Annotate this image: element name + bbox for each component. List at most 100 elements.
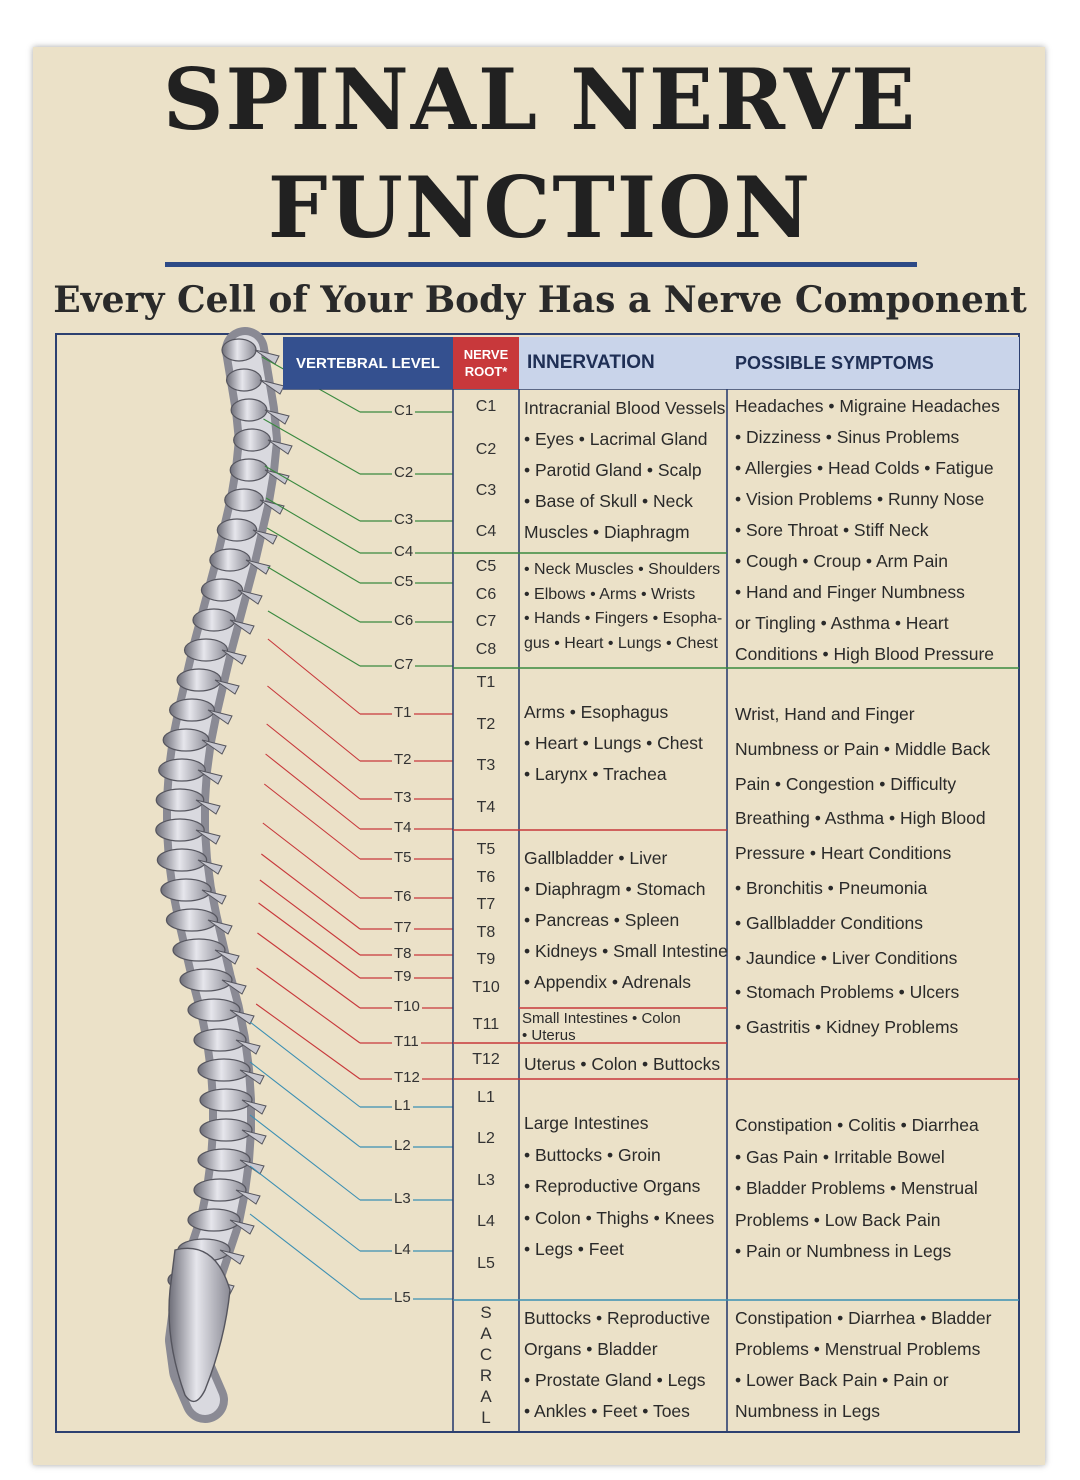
header-nerve-root-line1: NERVE [463,347,509,362]
list-item: • Ankles • Feet • Toes [524,1401,690,1421]
list-item: • Gallbladder Conditions [735,912,924,933]
nerve-root-label: T8 [476,924,496,941]
list-item: Pain • Congestion • Difficulty [735,773,957,794]
header-possible-symptoms: POSSIBLE SYMPTOMS [727,337,1019,389]
vertebral-level-label: T9 [392,968,414,985]
list-item: Muscles • Diaphragm [524,522,690,542]
list-item: Uterus • Colon • Buttocks [524,1054,721,1074]
symptoms-sacral: Constipation • Diarrhea • Bladder Proble… [735,1303,991,1427]
vertebral-level-label: L2 [392,1137,413,1154]
list-item: • Buttocks • Groin [524,1144,661,1165]
list-item: Gallbladder • Liver [524,848,668,868]
header-nerve-root-line2: ROOT* [464,364,508,379]
list-item: • Gastritis • Kidney Problems [735,1017,959,1038]
list-item: Problems • Low Back Pain [735,1209,941,1230]
list-item: • Uterus [522,1027,576,1044]
list-item: • Dizziness • Sinus Problems [735,427,960,447]
list-item: • Larynx • Trachea [524,764,667,784]
sacral-letter: S [480,1303,492,1322]
list-item: Numbness or Pain • Middle Back [735,738,991,759]
list-item: • Kidneys • Small Intestine [524,941,728,961]
list-item: • Base of Skull • Neck [524,491,693,511]
vertebral-level-label: T4 [392,819,414,836]
list-item: Constipation • Diarrhea • Bladder [735,1308,992,1328]
list-item: • Eyes • Lacrimal Gland [524,429,708,449]
innervation-c1-c4: Intracranial Blood Vessels • Eyes • Lacr… [524,393,725,548]
list-item: • Prostate Gland • Legs [524,1370,706,1390]
innervation-l1-l5: Large Intestines • Buttocks • Groin • Re… [524,1108,714,1266]
sacral-letter: A [480,1324,492,1343]
nerve-root-label: T10 [472,979,500,996]
list-item: • Stomach Problems • Ulcers [735,982,960,1003]
list-item: or Tingling • Asthma • Heart [735,613,949,633]
list-item: Wrist, Hand and Finger [735,704,915,724]
sacral-letter: L [481,1408,491,1427]
list-item: • Hand and Finger Numbness [735,582,965,602]
symptoms-cervical: Headaches • Migraine Headaches • Dizzine… [735,391,1000,670]
list-item: • Cough • Croup • Arm Pain [735,551,948,571]
nerve-root-label: L2 [477,1130,495,1147]
list-item: • Jaundice • Liver Conditions [735,947,958,968]
header-nerve-root: NERVE ROOT* [453,337,519,389]
list-item: gus • Heart • Lungs • Chest [524,634,718,652]
list-item: • Elbows • Arms • Wrists [524,585,696,603]
symptoms-lumbar: Constipation • Colitis • Diarrhea • Gas … [735,1110,979,1268]
innervation-sacral: Buttocks • Reproductive Organs • Bladder… [524,1303,710,1427]
nerve-root-label: T9 [476,951,496,968]
header-innervation: INNERVATION [519,337,727,389]
table-gridlines [283,337,1019,1433]
nerve-root-label: C6 [475,586,497,603]
sacral-letter: C [479,1345,493,1364]
nerve-root-label: C3 [475,482,497,499]
table-frame [55,333,1020,1433]
vertebral-level-label: T1 [392,704,414,721]
list-item: • Sore Throat • Stiff Neck [735,520,929,540]
list-item: • Hands • Fingers • Esopha- [524,610,723,627]
vertebral-level-label: T5 [392,849,414,866]
list-item: • Bladder Problems • Menstrual [735,1178,978,1198]
vertebral-level-label: L1 [392,1097,413,1114]
list-item: Numbness in Legs [735,1401,880,1421]
list-item: Large Intestines [524,1113,649,1133]
nerve-root-label: C5 [475,558,497,575]
innervation-t12: Uterus • Colon • Buttocks [524,1050,720,1078]
vertebral-level-label: T12 [392,1069,422,1086]
sacral-letter: A [480,1387,492,1406]
nerve-root-label: T11 [472,1016,500,1033]
vertebral-level-label: T7 [392,919,414,936]
list-item: • Heart • Lungs • Chest [524,733,703,753]
nerve-root-label: L1 [477,1089,495,1106]
sacral-letter: R [479,1366,493,1385]
page-title: SPINAL NERVE [162,50,918,149]
list-item: • Legs • Feet [524,1239,624,1259]
nerve-root-label: C2 [475,441,497,458]
list-item: • Pancreas • Spleen [524,910,680,930]
innervation-c5-c8: • Neck Muscles • Shoulders • Elbows • Ar… [524,558,722,656]
list-item: Organs • Bladder [524,1339,658,1359]
nerve-root-label: T5 [476,841,496,858]
list-item: Arms • Esophagus [524,702,669,722]
header-vertebral-level: VERTEBRAL LEVEL [283,337,453,389]
nerve-root-label: T12 [472,1051,500,1068]
leader-lines [249,356,453,1300]
nerve-root-label: C8 [475,641,497,658]
vertebral-level-label: C2 [392,464,416,481]
nerve-root-label: T1 [476,674,496,691]
list-item: • Pain or Numbness in Legs [735,1241,952,1261]
vertebral-level-label: T8 [392,945,414,962]
list-item: • Colon • Thighs • Knees [524,1207,715,1228]
nerve-root-label: T7 [476,896,496,913]
nerve-root-label: L4 [477,1213,495,1230]
vertebral-level-label: L4 [392,1241,413,1258]
list-item: • Vision Problems • Runny Nose [735,489,985,509]
symptoms-thoracic: Wrist, Hand and Finger Numbness or Pain … [735,697,990,1045]
list-item: • Allergies • Head Colds • Fatigue [735,458,994,478]
list-item: Conditions • High Blood Pressure [735,644,995,664]
vertebral-level-label: C4 [392,543,416,560]
nerve-root-label: T4 [476,799,496,816]
vertebral-level-label: L5 [392,1289,413,1306]
innervation-t11: Small Intestines • Colon • Uterus [522,1010,681,1044]
list-item: • Parotid Gland • Scalp [524,460,702,480]
list-item: • Neck Muscles • Shoulders [524,561,721,578]
